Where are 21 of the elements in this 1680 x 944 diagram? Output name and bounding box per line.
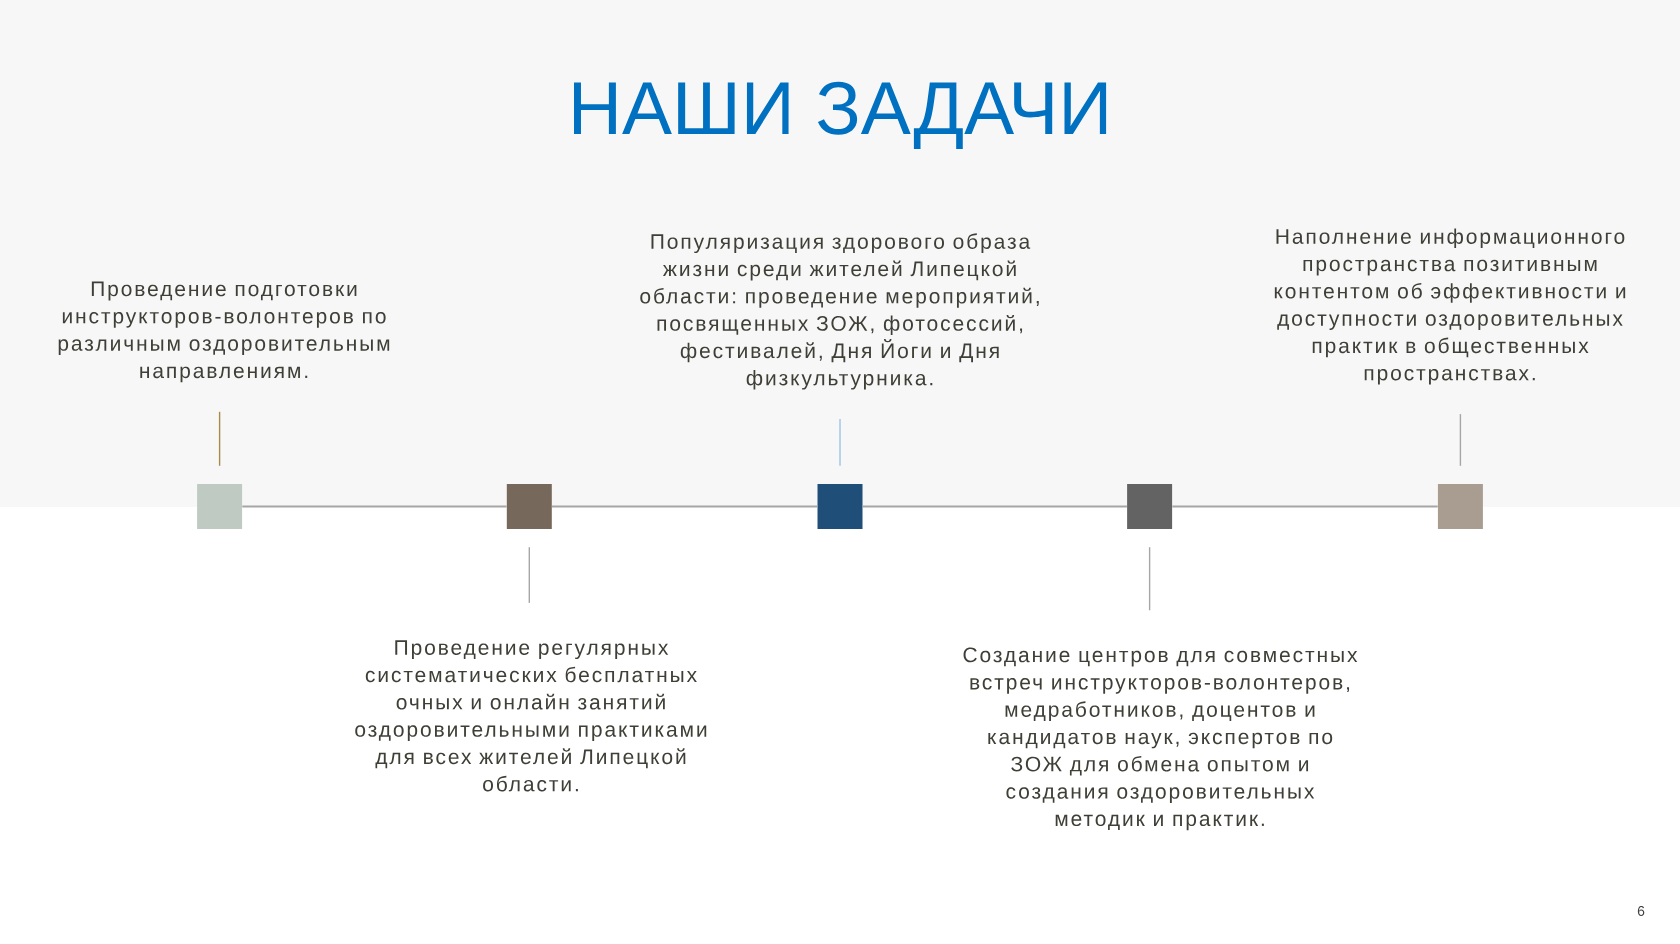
description-text: Проведение регулярных систематических бесплатных очных и онлайн занятий оздоровительными практиками для всех жителей Липецкой области. [355, 640, 707, 792]
leader-line [218, 411, 221, 467]
title: НАШИ ЗАДАЧИ [574, 81, 1107, 149]
description-text: Создание центров для совместных встреч инструкторов-волонтеров, медработников, доцентов и кандидатов наук, экспертов по ЗОЖ для обмена опытом и создания оздоровительных методик и практик. [963, 647, 1358, 831]
timeline-line [861, 505, 1128, 508]
page-number: 6 [1637, 906, 1645, 916]
description-text: Популяризация здорового образа жизни среди жителей Липецкой области: проведение мероприятий, посвященных ЗОЖ, фотосессий, фестивалей, Дня Йоги и Дня физкультурника. [640, 233, 1039, 390]
timeline-marker [197, 484, 243, 529]
leader-line [839, 418, 841, 467]
description-text: Проведение подготовки инструкторов-волонтеров по различным оздоровительным направлениям. [58, 281, 390, 383]
timeline-line [1171, 505, 1439, 508]
leader-line [1148, 546, 1151, 611]
leader-line [528, 546, 530, 604]
timeline-marker [1127, 484, 1173, 529]
timeline-line [241, 505, 508, 508]
timeline-line [551, 505, 819, 508]
description-text: Наполнение информационного пространства позитивным контентом об эффективности и доступности оздоровительных практик в общественных пространствах. [1274, 228, 1626, 385]
leader-line [1459, 413, 1462, 467]
timeline-marker [506, 484, 552, 529]
timeline-marker [1437, 484, 1483, 529]
timeline-marker [817, 484, 863, 529]
